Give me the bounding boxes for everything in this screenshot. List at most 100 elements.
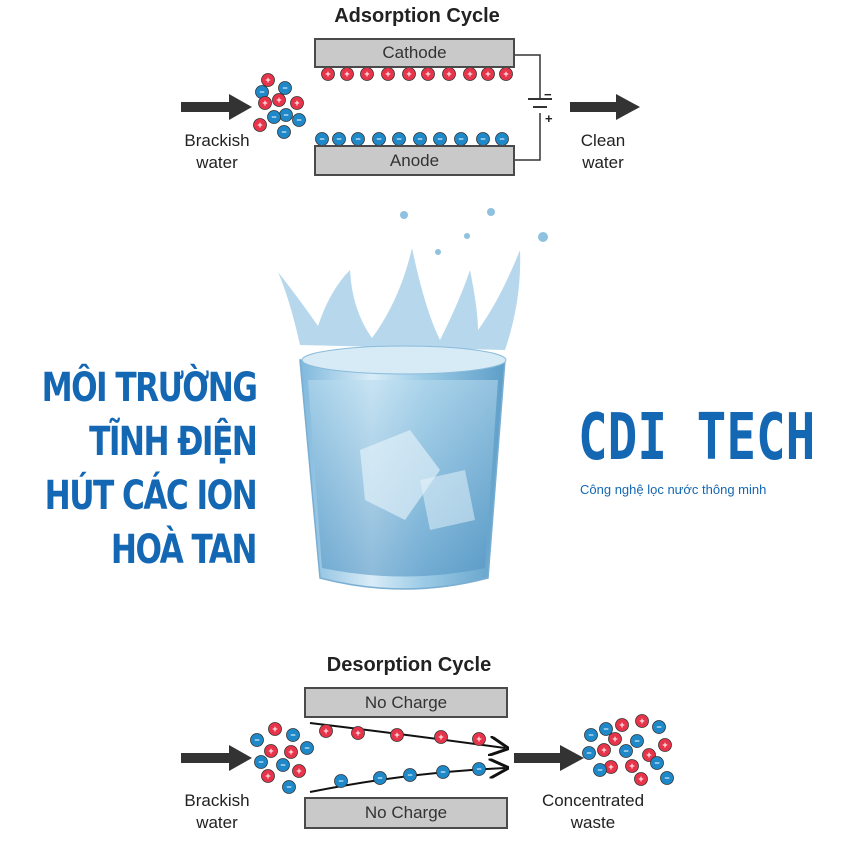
desorption-title: Desorption Cycle <box>326 654 492 676</box>
brackish-ion: − <box>279 108 293 122</box>
negative-ion-sign: − <box>259 87 264 97</box>
headline-line-3: HÚT CÁC ION <box>44 473 258 519</box>
positive-ion-sign: + <box>446 69 451 79</box>
brackish-ion: + <box>268 722 282 736</box>
waste-ion: + <box>608 732 622 746</box>
waste-ion: + <box>658 738 672 752</box>
positive-ion-sign: + <box>601 745 606 755</box>
negative-ion-sign: − <box>417 134 422 144</box>
positive-ion-sign: + <box>629 761 634 771</box>
negative-ion-sign: − <box>304 743 309 753</box>
brackish-ion: − <box>286 728 300 742</box>
negative-ion-sign: − <box>664 773 669 783</box>
released-positive-ion: + <box>390 728 404 742</box>
adsorption-output-label-line1: Clean <box>580 131 626 150</box>
desorption-input-label-line1: Brackish <box>184 791 250 810</box>
brackish-ion: − <box>292 113 306 127</box>
brackish-ion: − <box>300 741 314 755</box>
brackish-ion: + <box>253 118 267 132</box>
anode-negative-ion: − <box>413 132 427 146</box>
cathode-positive-ion: + <box>421 67 435 81</box>
cathode-positive-ion: + <box>442 67 456 81</box>
negative-ion-sign: − <box>597 765 602 775</box>
anode-negative-ion: − <box>454 132 468 146</box>
positive-ion-sign: + <box>438 732 443 742</box>
negative-ion-sign: − <box>254 735 259 745</box>
positive-ion-sign: + <box>503 69 508 79</box>
waste-ion: − <box>619 744 633 758</box>
anode-negative-ion: − <box>372 132 386 146</box>
anode-negative-ion: − <box>315 132 329 146</box>
waste-ion: − <box>660 771 674 785</box>
brackish-ion: + <box>264 744 278 758</box>
negative-ion-sign: − <box>440 767 445 777</box>
battery-circuit <box>515 54 552 161</box>
released-positive-ion: + <box>472 732 486 746</box>
negative-ion-sign: − <box>286 782 291 792</box>
negative-ion-sign: − <box>296 115 301 125</box>
positive-ion-sign: + <box>612 734 617 744</box>
desorption-output-arrow <box>514 745 584 771</box>
negative-ion-sign: − <box>586 748 591 758</box>
negative-ion-sign: − <box>377 773 382 783</box>
released-positive-ion: + <box>351 726 365 740</box>
brand-name: CDI TECH <box>578 401 816 475</box>
waste-ion: + <box>597 743 611 757</box>
adsorption-output-label: Clean water <box>563 130 643 174</box>
adsorption-output-arrow <box>570 94 640 120</box>
positive-ion-sign: + <box>425 69 430 79</box>
negative-ion-sign: − <box>280 760 285 770</box>
anode-negative-ion: − <box>476 132 490 146</box>
headline-line-4: HOÀ TAN <box>110 527 258 573</box>
waste-ion: + <box>635 714 649 728</box>
desorption-input-label: Brackish water <box>172 790 262 834</box>
adsorption-input-label-line1: Brackish <box>184 131 250 150</box>
released-negative-ion: − <box>373 771 387 785</box>
brackish-ion: − <box>254 755 268 769</box>
brackish-ion: + <box>292 764 306 778</box>
brackish-ion: + <box>284 745 298 759</box>
released-negative-ion: − <box>472 762 486 776</box>
negative-ion-sign: − <box>407 770 412 780</box>
adsorption-input-label: Brackish water <box>172 130 262 174</box>
brackish-ion: − <box>267 110 281 124</box>
anode-plate: Anode <box>314 145 515 176</box>
negative-ion-sign: − <box>376 134 381 144</box>
positive-ion-sign: + <box>272 724 277 734</box>
waste-ion: + <box>634 772 648 786</box>
negative-ion-sign: − <box>282 83 287 93</box>
positive-ion-sign: + <box>485 69 490 79</box>
waste-ion: + <box>615 718 629 732</box>
water-glass-image <box>278 208 548 590</box>
waste-ion: + <box>625 759 639 773</box>
positive-ion-sign: + <box>344 69 349 79</box>
brand-tagline: Công nghệ lọc nước thông minh <box>580 482 767 497</box>
headline-line-1: MÔI TRƯỜNG <box>41 365 257 411</box>
positive-ion-sign: + <box>364 69 369 79</box>
desorption-input-arrow <box>181 745 252 771</box>
negative-ion-sign: − <box>283 110 288 120</box>
anode-negative-ion: − <box>351 132 365 146</box>
positive-ion-sign: + <box>288 747 293 757</box>
cathode-positive-ion: + <box>481 67 495 81</box>
cathode-positive-ion: + <box>402 67 416 81</box>
brackish-ion: + <box>261 73 275 87</box>
adsorption-title: Adsorption Cycle <box>334 5 500 27</box>
negative-ion-sign: − <box>476 764 481 774</box>
negative-ion-sign: − <box>656 722 661 732</box>
positive-ion-sign: + <box>296 766 301 776</box>
anode-negative-ion: − <box>332 132 346 146</box>
brackish-ion: − <box>276 758 290 772</box>
cathode-positive-ion: + <box>381 67 395 81</box>
waste-ion: − <box>599 722 613 736</box>
waste-ion: − <box>593 763 607 777</box>
positive-ion-sign: + <box>262 98 267 108</box>
waste-ion: − <box>630 734 644 748</box>
brackish-ion: + <box>272 93 286 107</box>
positive-ion-sign: + <box>638 774 643 784</box>
brackish-ion: − <box>278 81 292 95</box>
desorption-input-label-line2: water <box>196 813 238 832</box>
anode-negative-ion: − <box>392 132 406 146</box>
negative-ion-sign: − <box>634 736 639 746</box>
desorption-output-label-line1: Concentrated <box>541 791 645 810</box>
